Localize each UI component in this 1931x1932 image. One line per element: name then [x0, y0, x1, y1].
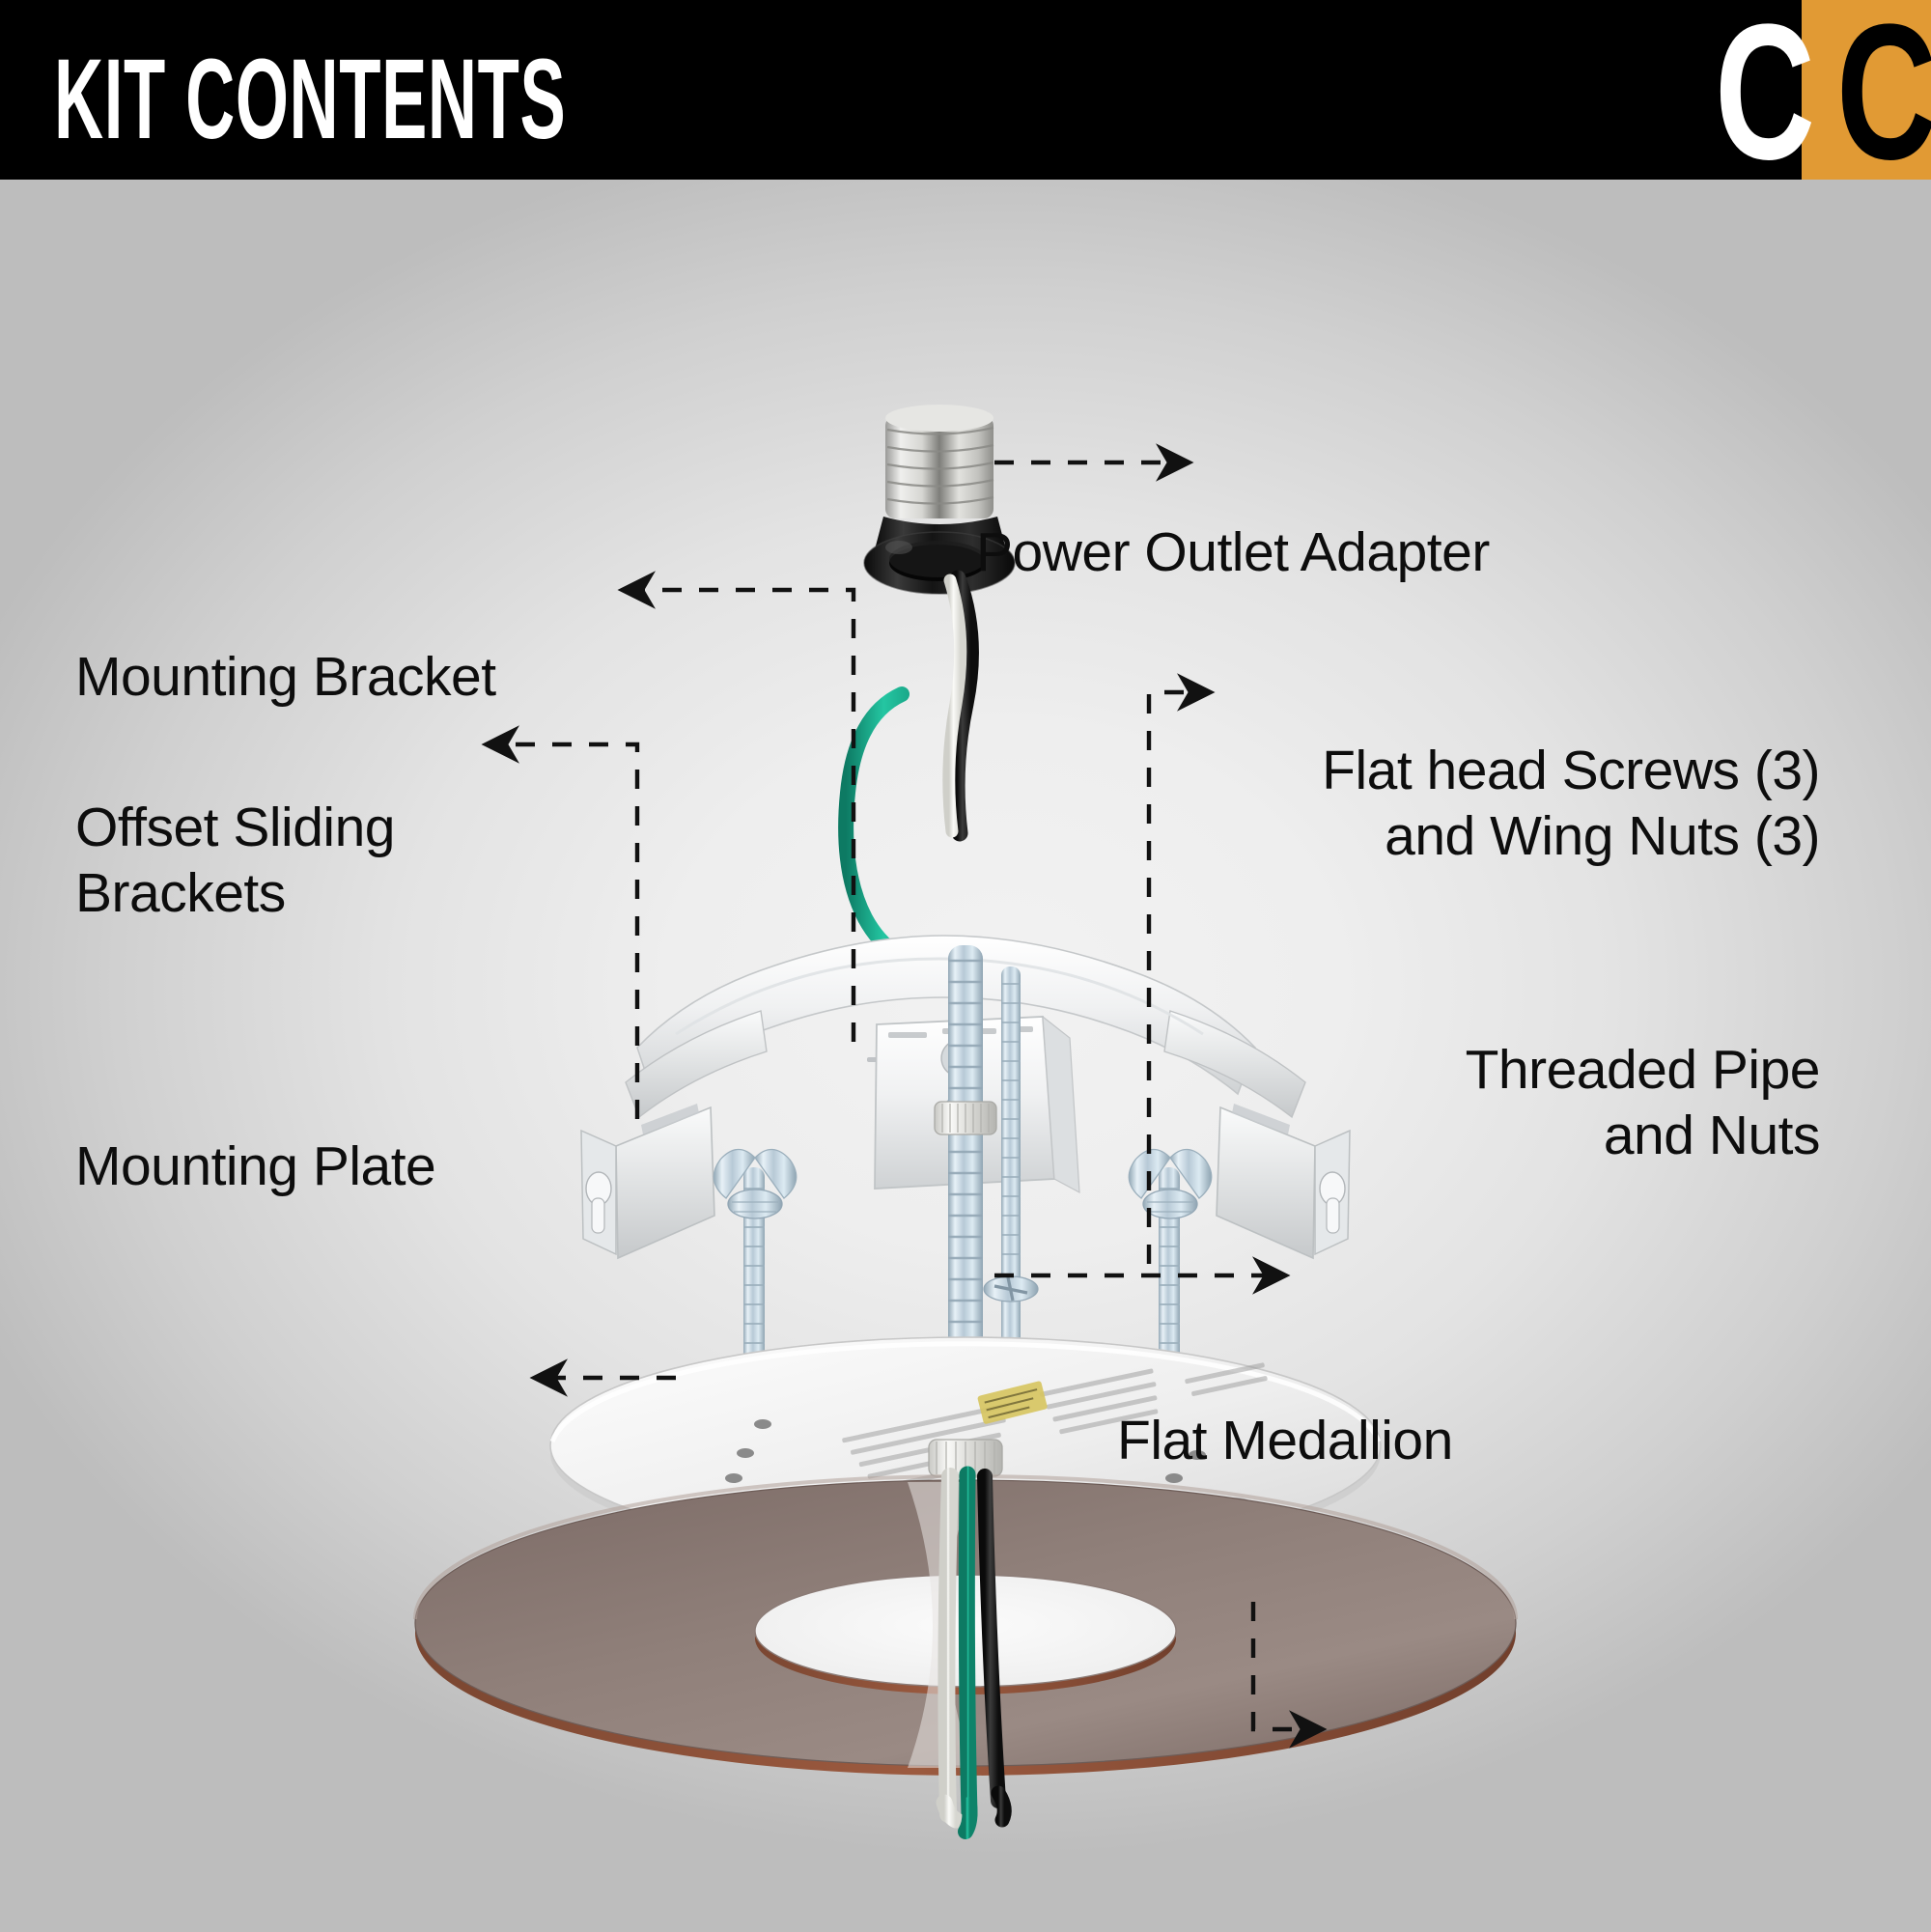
- leader-offset-sliding-brackets: [481, 725, 640, 1119]
- callout-threaded-pipe-and-nuts: Threaded Pipe and Nuts: [1465, 1039, 1821, 1166]
- leader-mounting-bracket: [617, 571, 856, 1042]
- callout-mounting-plate: Mounting Plate: [75, 1135, 436, 1197]
- diagram-stage: Power Outlet Adapter Mounting Bracket Fl…: [0, 180, 1931, 1932]
- callout-mounting-bracket: Mounting Bracket: [75, 646, 496, 708]
- callout-leader-lines: [481, 443, 1328, 1749]
- threaded-pipe-art: [934, 945, 997, 1467]
- leader-flat-medallion: [1250, 1602, 1328, 1749]
- wing-nut-left: [713, 1148, 798, 1219]
- flat-medallion-art: [413, 1474, 1518, 1776]
- callout-flat-head-screws-wing-nuts: Flat head Screws (3) and Wing Nuts (3): [1322, 740, 1820, 867]
- callout-power-outlet-adapter: Power Outlet Adapter: [976, 521, 1490, 583]
- logo-letter-right: C: [1836, 0, 1931, 200]
- leader-flat-head-screws: [1146, 673, 1216, 1264]
- mounting-bracket-art: [625, 935, 1306, 1119]
- threaded-pipe-nut-upper: [934, 1101, 997, 1135]
- output-wires: [936, 1466, 1012, 1839]
- logo-letter-left: C: [1715, 0, 1815, 200]
- page-title: KIT CONTENTS: [54, 36, 567, 163]
- offset-sliding-bracket-left: [580, 1104, 715, 1260]
- header-bar: KIT CONTENTS C C: [0, 0, 1931, 200]
- product-exploded-view: [413, 405, 1518, 1839]
- offset-sliding-bracket-right: [1216, 1104, 1351, 1260]
- callout-offset-sliding-brackets: Offset Sliding Brackets: [75, 797, 395, 924]
- callout-flat-medallion: Flat Medallion: [1117, 1410, 1453, 1471]
- flat-head-screw-center: [983, 966, 1039, 1401]
- logo-accent-panel: [1802, 0, 1931, 180]
- socket-wires: [942, 570, 979, 842]
